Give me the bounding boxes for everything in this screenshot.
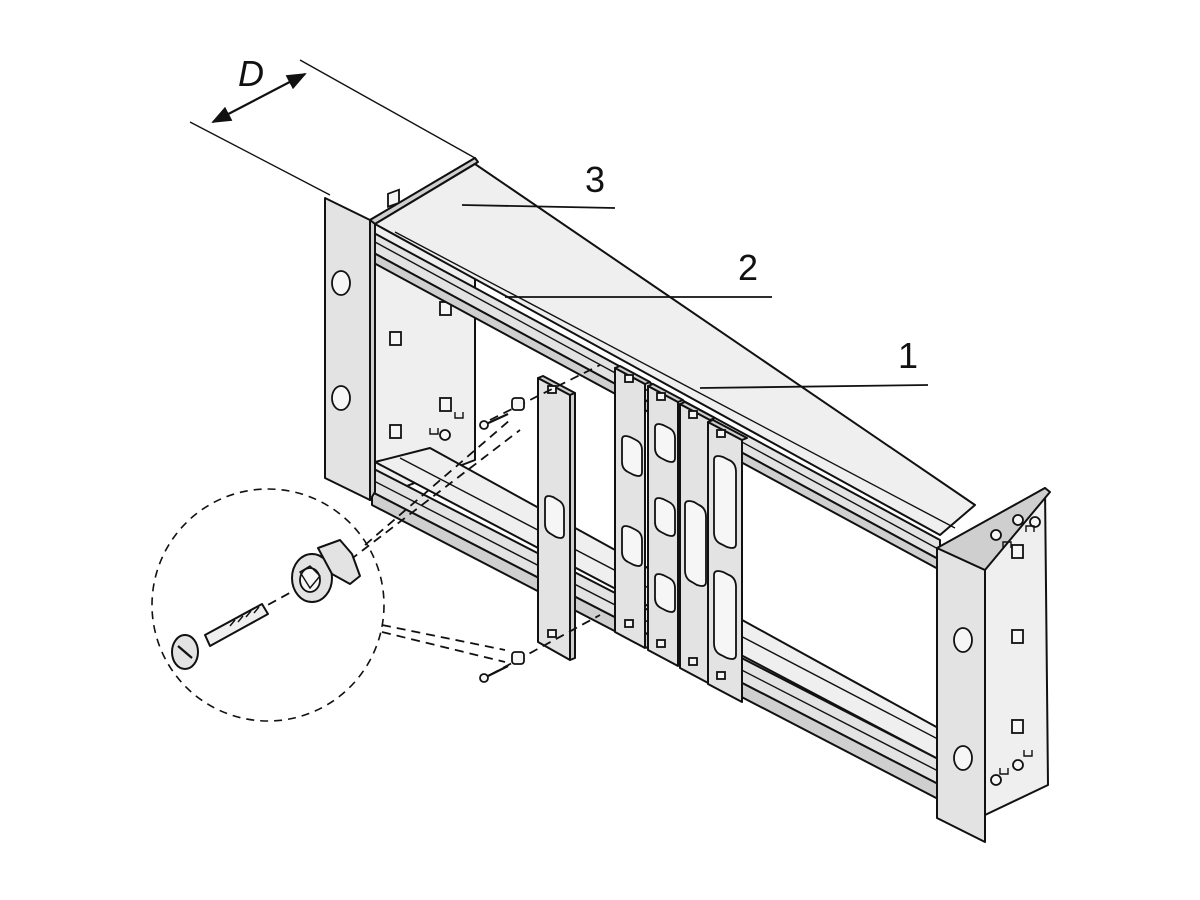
loose-panel: [537, 375, 576, 661]
callout-number: 2: [738, 247, 758, 288]
large-screw: [171, 589, 296, 670]
panel-a: [614, 365, 651, 649]
panel-d: [707, 419, 748, 703]
dimension-label: D: [238, 53, 264, 94]
panel-b: [647, 383, 684, 667]
flange-slot: [953, 745, 973, 771]
callout-3: 3: [461, 159, 616, 209]
right-front-flange: [936, 487, 1051, 843]
left-front-flange: [324, 197, 376, 501]
callout-number: 1: [898, 335, 918, 376]
detail-circle: [151, 419, 521, 722]
callout-number: 3: [585, 159, 605, 200]
callout-1: 1: [699, 335, 929, 389]
dimension-d: D: [189, 53, 476, 196]
captive-nut: [291, 539, 361, 603]
panel-c: [679, 401, 716, 685]
installed-panels: [614, 365, 748, 703]
screw-small-top: [479, 397, 525, 430]
small-fasteners: [479, 364, 601, 683]
flange-slot: [953, 627, 973, 653]
flange-slot: [331, 385, 351, 411]
callout-2: 2: [505, 247, 772, 298]
flange-slot: [331, 270, 351, 296]
screw-small-bottom: [479, 651, 525, 683]
